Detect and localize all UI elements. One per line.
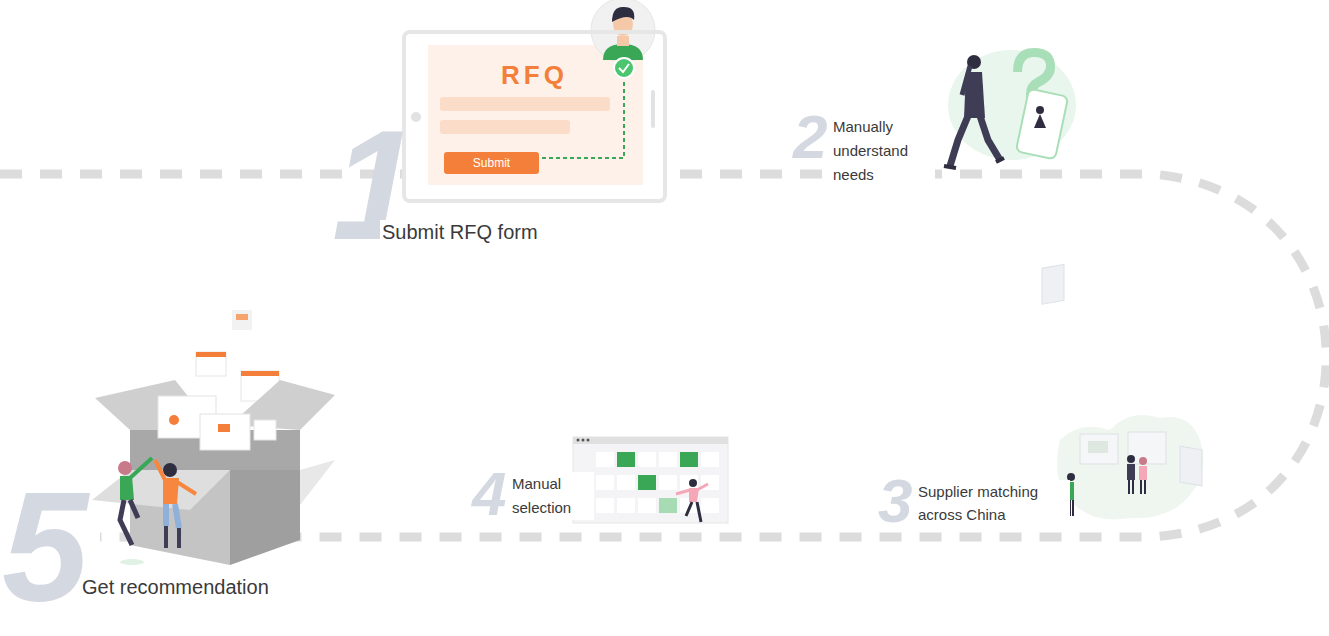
grid-cell (596, 475, 614, 490)
grid-cell (596, 452, 614, 467)
grid-cell (659, 452, 677, 467)
step-label: Submit RFQ form (380, 220, 584, 244)
grid-cell (659, 498, 677, 513)
step-number: 4 (472, 463, 506, 525)
grid-cell (680, 452, 698, 467)
selection-grid (573, 437, 728, 523)
grid-cell (701, 498, 719, 513)
button-label: Submit (473, 156, 510, 170)
rfq-tablet-art (402, 0, 667, 203)
man-on-phone (944, 48, 1076, 168)
dashed-track (0, 174, 1326, 537)
submit-button: Submit (444, 152, 539, 174)
step-label: Manual selection (510, 472, 594, 520)
step-label: Manually understand needs (831, 115, 935, 187)
step-number: 2 (793, 106, 827, 168)
step-label: Get recommendation (80, 575, 304, 599)
step-label: Supplier matching across China (916, 480, 1070, 526)
grid-cell (617, 475, 635, 490)
grid-cell (638, 475, 656, 490)
form-title: RFQ (406, 60, 663, 91)
grid-cell (638, 498, 656, 513)
grid-cell (596, 498, 614, 513)
grid-cell (617, 452, 635, 467)
recommendation-box (92, 310, 335, 565)
grid-cell (638, 452, 656, 467)
grid-cell (680, 475, 698, 490)
step-number: 3 (878, 470, 912, 532)
step-number: 5 (2, 469, 88, 624)
grid-cell (701, 452, 719, 467)
rfq-tablet: RFQ Submit (402, 30, 667, 203)
grid-cell (617, 498, 635, 513)
grid-cell (659, 475, 677, 490)
